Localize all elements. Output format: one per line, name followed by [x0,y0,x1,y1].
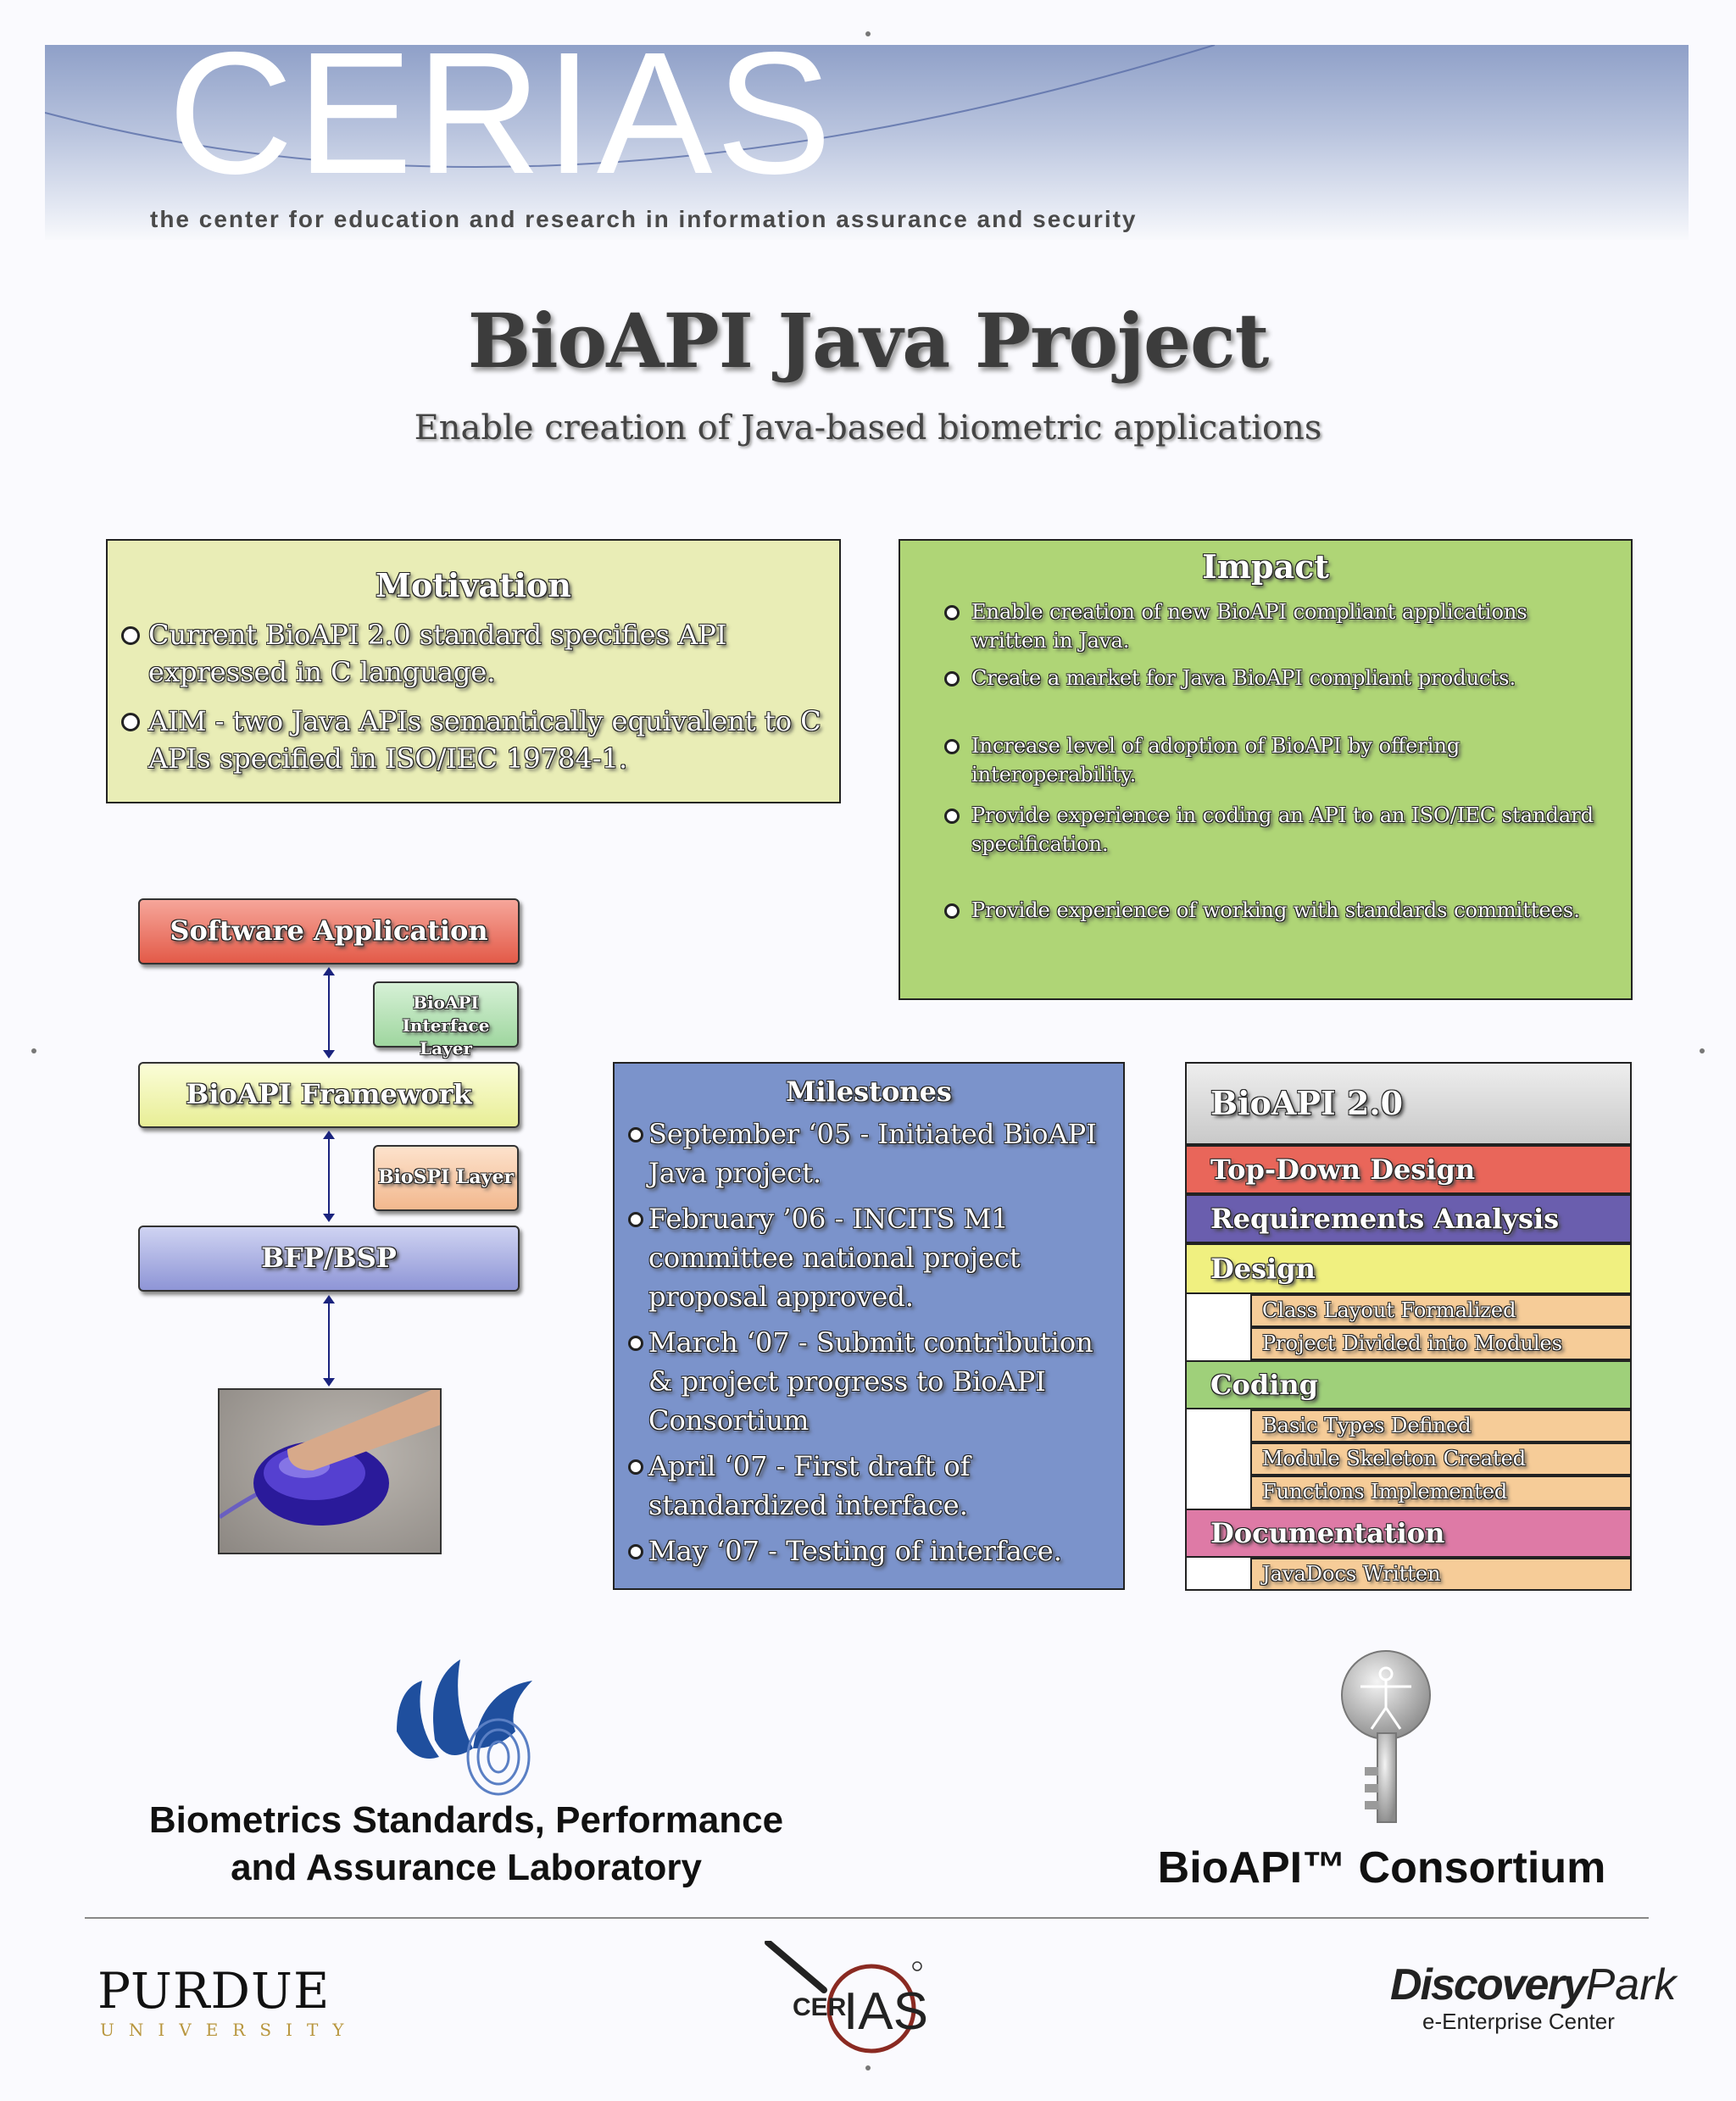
fingerprint-sensor-photo [218,1388,442,1554]
fingerprint-sensor-illustration [220,1390,440,1526]
bioapi-key-icon [1341,1650,1431,1823]
purdue-logo-text: PURDUE [97,1962,331,2020]
spec-task: Basic Types Defined [1250,1409,1632,1442]
motivation-heading: Motivation [375,566,572,604]
arrowhead-up-icon [323,1295,335,1303]
header-banner: CERIAS the center for education and rese… [45,45,1689,240]
registration-mark-left [31,1048,36,1053]
bioapi-consortium-name: BioAPI™ Consortium [1157,1843,1606,1893]
discovery-park-subtitle: e-Enterprise Center [1422,2009,1615,2034]
milestone-item: March ‘07 - Submit contribution & projec… [626,1323,1118,1440]
bspa-logo-icon [397,1659,532,1796]
spec-phase-design: Design [1185,1243,1632,1294]
cerias-logo-text: CERIAS [168,45,836,210]
banner-swoosh [45,45,1216,168]
spec-task: Project Divided into Modules [1250,1327,1632,1360]
poster-subtitle: Enable creation of Java-based biometric … [414,409,1322,447]
footer-divider [85,1917,1649,1919]
registration-mark-top [865,31,871,36]
milestones-panel: Milestones September ‘05 - Initiated Bio… [613,1062,1125,1590]
impact-item: Create a market for Java BioAPI complian… [939,664,1605,731]
impact-item: Provide experience in coding an API to a… [939,801,1605,896]
motivation-panel: Motivation Current BioAPI 2.0 standard s… [106,539,841,803]
spec-heading: BioAPI 2.0 Specification [1185,1062,1632,1202]
discovery-park-bold: Discovery [1390,1960,1588,2009]
milestone-item: September ‘05 - Initiated BioAPI Java pr… [626,1114,1118,1192]
discovery-park-light: Park [1585,1960,1677,2009]
interface-layer-box: BioAPI Interface Layer [373,981,519,1059]
impact-item: Increase level of adoption of BioAPI by … [939,731,1605,801]
arrow-fw-bfp [328,1134,330,1219]
bioapi-framework-box: BioAPI Framework [138,1062,520,1128]
milestones-list: September ‘05 - Initiated BioAPI Java pr… [615,1114,1123,1570]
impact-heading: Impact [1202,547,1329,586]
registration-mark-right [1700,1048,1705,1053]
arrowhead-down-icon [323,1050,335,1059]
impact-list: Enable creation of new BioAPI compliant … [900,598,1631,925]
spec-panel: BioAPI 2.0 Specification Top-Down Design… [1185,1062,1632,1591]
spec-task: Functions Implemented [1250,1476,1632,1509]
poster-title: BioAPI Java Project [467,297,1270,385]
discovery-park-logo: DiscoveryPark [1390,1959,1677,2010]
impact-panel: Impact Enable creation of new BioAPI com… [899,539,1633,1000]
arrow-sw-fw [328,970,330,1055]
bspa-name: Biometrics Standards, Performance and As… [102,1797,831,1892]
motivation-item: AIM - two Java APIs semantically equival… [116,703,831,777]
arrowhead-down-icon [323,1378,335,1387]
spec-task: Class Layout Formalized [1250,1294,1632,1327]
purdue-university-text: UNIVERSITY [100,2020,359,2040]
cerias-footer-logo: CER IAS [763,1941,932,2059]
bfp-bsp-box: BFP/BSP [138,1226,520,1292]
software-application-box: Software Application [138,898,520,964]
motivation-item: Current BioAPI 2.0 standard specifies AP… [116,616,831,691]
spec-phase-top-down: Top-Down Design [1185,1145,1632,1194]
spec-task: JavaDocs Written [1250,1558,1632,1591]
arrowhead-down-icon [323,1214,335,1222]
spec-phase-documentation: Documentation [1185,1509,1632,1558]
biospi-layer-box: BioSPI Layer [373,1145,519,1211]
arrowhead-up-icon [323,1131,335,1139]
magnifier-icon [765,1941,922,2054]
arrowhead-up-icon [323,967,335,975]
milestone-item: February ’06 - INCITS M1 committee natio… [626,1199,1118,1316]
registration-mark-bottom [865,2065,871,2070]
spec-phase-coding: Coding [1185,1360,1632,1409]
cerias-footer-cer: CER [793,1993,847,2021]
milestones-heading: Milestones [786,1076,952,1108]
impact-item: Provide experience of working with stand… [939,896,1605,925]
bspa-name-line1: Biometrics Standards, Performance [148,1799,784,1841]
spec-phase-requirements: Requirements Analysis [1185,1194,1632,1243]
cerias-footer-ias: IAS [843,1982,928,2041]
cerias-tagline: the center for education and research in… [150,206,1138,232]
impact-item: Enable creation of new BioAPI compliant … [939,598,1605,664]
milestone-item: May ‘07 - Testing of interface. [626,1531,1118,1570]
bspa-name-line2: and Assurance Laboratory [231,1847,702,1888]
milestone-item: April ‘07 - First draft of standardized … [626,1447,1118,1525]
spec-task: Module Skeleton Created [1250,1442,1632,1476]
arrow-bfp-sensor [328,1298,330,1383]
motivation-list: Current BioAPI 2.0 standard specifies AP… [108,616,839,777]
